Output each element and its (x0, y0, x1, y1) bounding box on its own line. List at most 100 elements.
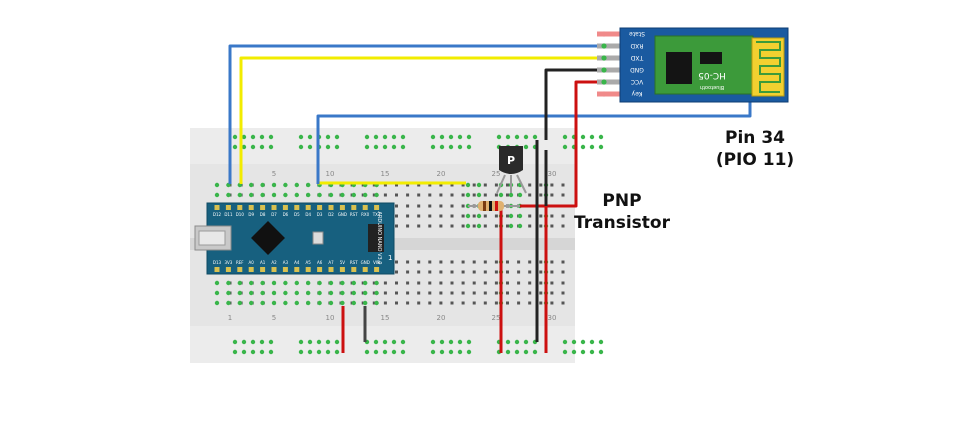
breadboard-hole (472, 224, 476, 228)
rail-hole (382, 144, 388, 150)
resistor-band-1 (483, 201, 486, 211)
rail-hole (325, 339, 331, 345)
connected-hole (328, 192, 334, 198)
connected-hole (214, 290, 220, 296)
breadboard-hole (494, 281, 498, 285)
connected-hole (283, 192, 288, 198)
breadboard-hole (450, 224, 454, 228)
rail-hole (373, 144, 379, 150)
arduino-pin-label: A5 (306, 260, 312, 265)
column-number: 20 (437, 170, 446, 178)
arduino-pin-label: D8 (260, 212, 266, 217)
column-number: 15 (381, 170, 390, 178)
breadboard-hole (517, 281, 521, 285)
arduino-pin-label: D7 (271, 212, 277, 217)
connected-hole (340, 192, 345, 198)
connected-hole (294, 182, 299, 188)
connected-hole (465, 213, 471, 219)
bt-chip (666, 52, 692, 84)
column-number: 5 (272, 314, 276, 322)
rail-hole (373, 134, 379, 140)
connected-hole (517, 192, 523, 198)
connected-hole (226, 192, 231, 198)
breadboard-hole (494, 270, 498, 274)
rail-hole (334, 134, 340, 140)
pnp-label-line2: Transistor (574, 213, 670, 233)
breadboard-hole (483, 281, 487, 285)
bt-pin-header (597, 55, 620, 61)
rail-hole (373, 339, 379, 345)
breadboard-hole (539, 301, 543, 305)
arduino-pin-pad (225, 267, 231, 272)
arduino-pin-label: A4 (294, 260, 300, 265)
breadboard-hole (539, 183, 543, 187)
connected-hole (283, 280, 288, 286)
rail-hole (466, 339, 472, 345)
rail-hole (268, 144, 274, 150)
breadboard-hole (439, 224, 443, 228)
connected-hole (340, 290, 345, 296)
rail-hole (562, 144, 568, 150)
connected-hole (465, 192, 471, 198)
breadboard-hole (561, 260, 565, 264)
rail-hole (268, 339, 274, 345)
connected-hole (476, 192, 482, 198)
breadboard-hole (461, 193, 465, 197)
rail-hole (457, 349, 463, 355)
arduino-pin-label: D4 (305, 212, 311, 217)
bt-pin-label: VCC (631, 78, 643, 85)
rail-hole (439, 144, 445, 150)
breadboard-hole (461, 260, 465, 264)
rail-hole (241, 339, 247, 345)
breadboard-hole (506, 214, 509, 218)
breadboard-hole (417, 260, 421, 264)
rail-hole (448, 144, 454, 150)
connected-hole (226, 290, 231, 296)
pnp-transistor: P (496, 146, 527, 194)
breadboard-hole (561, 301, 565, 305)
breadboard-hole (472, 260, 476, 264)
connected-hole (294, 290, 299, 296)
connected-hole (226, 300, 231, 306)
breadboard-hole (450, 270, 454, 274)
breadboard-hole (494, 214, 498, 218)
breadboard-hole (506, 260, 509, 264)
rail-hole (448, 349, 454, 355)
arduino-pin-label: A3 (283, 260, 289, 265)
connected-hole (476, 213, 482, 219)
rail-hole (580, 339, 586, 345)
breadboard-hole (506, 291, 509, 295)
pnp-label-line1: PNP (602, 191, 642, 211)
rail-hole (589, 339, 595, 345)
connected-hole (237, 192, 242, 198)
arduino-pin-label: D11 (224, 212, 233, 217)
rail-hole (232, 349, 238, 355)
connected-hole (306, 280, 311, 286)
breadboard-hole (406, 281, 410, 285)
breadboard-hole (428, 301, 432, 305)
connected-hole (237, 300, 242, 306)
arduino-pin-label: D5 (294, 212, 300, 217)
rail-hole (430, 134, 436, 140)
rail-hole (514, 134, 520, 140)
connected-hole (351, 300, 356, 306)
rail-hole (391, 144, 397, 150)
breadboard-hole (483, 301, 487, 305)
breadboard-hole (483, 214, 487, 218)
arduino-pin-pad (374, 267, 380, 272)
connected-hole (517, 213, 523, 219)
bt-pin-label: RXD (630, 42, 643, 49)
breadboard-hole (472, 281, 476, 285)
connected-hole (476, 223, 482, 229)
breadboard-hole (417, 183, 421, 187)
breadboard-hole (417, 204, 421, 208)
breadboard-hole (406, 193, 410, 197)
rail-hole (448, 134, 454, 140)
breadboard-hole (439, 204, 443, 208)
breadboard-hole (417, 214, 421, 218)
connected-hole (260, 290, 265, 296)
rail-hole (316, 339, 322, 345)
rail-hole (325, 134, 331, 140)
breadboard-hole (494, 301, 498, 305)
